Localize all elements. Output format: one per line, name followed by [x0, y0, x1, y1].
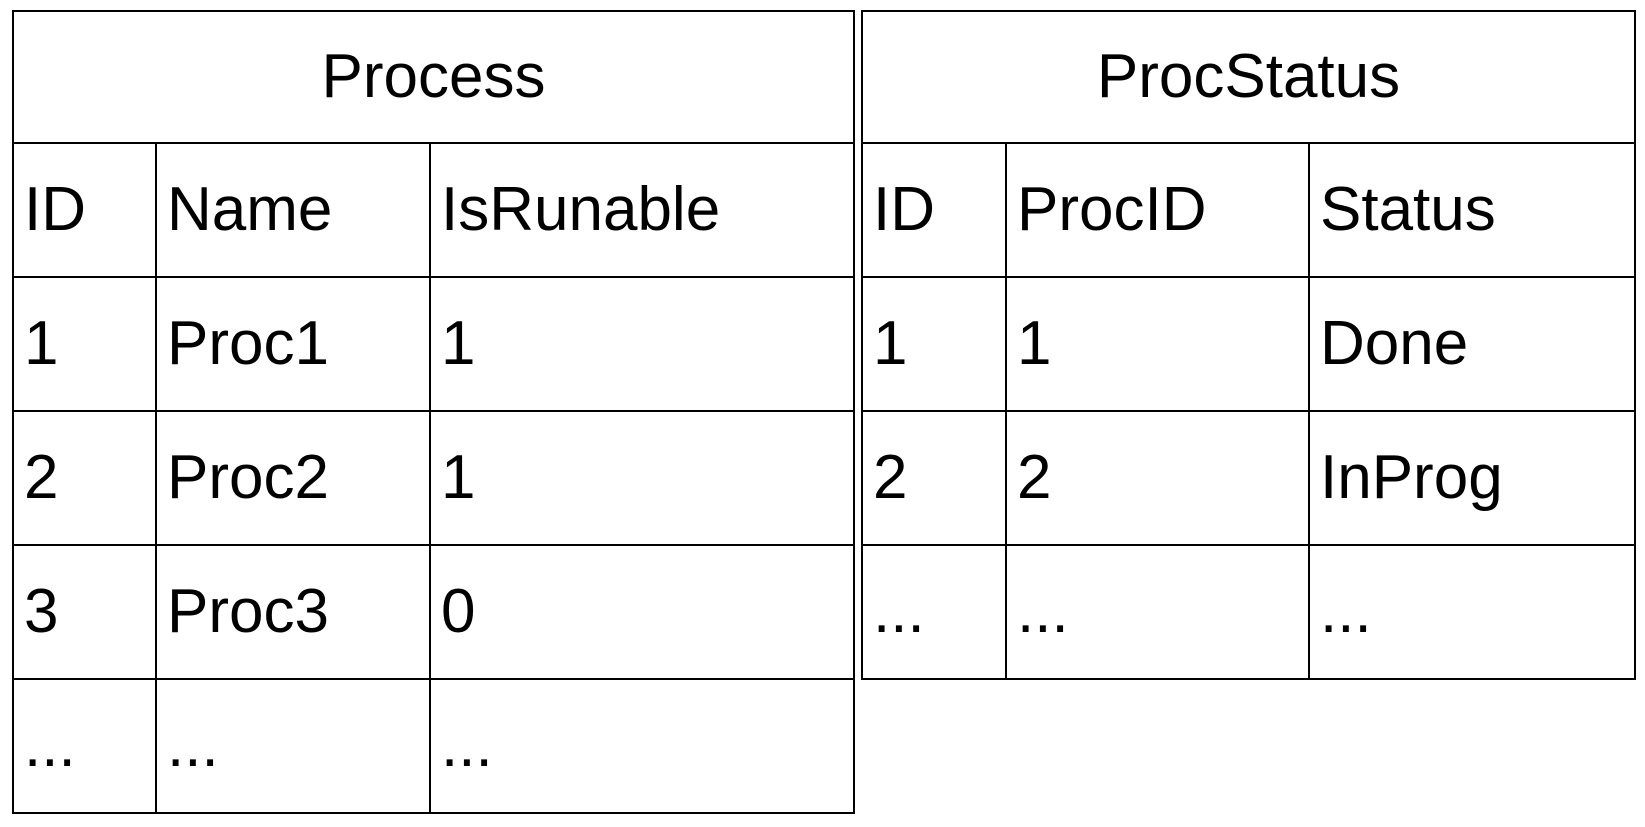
process-table-title-row: Process	[11, 10, 856, 144]
process-cell-name: Proc2	[155, 410, 431, 546]
process-cell-name: Proc3	[155, 544, 431, 680]
process-column-header-name: Name	[155, 142, 431, 278]
process-cell-ellipsis-name: ...	[155, 678, 431, 814]
table-row-ellipsis: ... ... ...	[861, 544, 1637, 680]
procstatus-table: ProcStatus ID ProcID Status 1 1 Done 2 2…	[860, 10, 1637, 680]
process-cell-isrunable: 0	[428, 544, 856, 680]
process-cell-ellipsis-id: ...	[12, 678, 157, 814]
procstatus-column-header-id: ID	[861, 142, 1007, 278]
procstatus-cell-procid: 1	[1005, 276, 1310, 412]
process-table-title: Process	[11, 10, 856, 144]
process-cell-name: Proc1	[155, 276, 431, 412]
process-cell-id: 1	[12, 276, 157, 412]
procstatus-cell-id: 2	[861, 410, 1007, 546]
process-table-header-row: ID Name IsRunable	[12, 142, 856, 278]
procstatus-table-title-row: ProcStatus	[860, 10, 1637, 144]
process-cell-ellipsis-isrunable: ...	[428, 678, 856, 814]
procstatus-cell-id: 1	[861, 276, 1007, 412]
process-cell-id: 2	[12, 410, 157, 546]
procstatus-cell-ellipsis-id: ...	[861, 544, 1007, 680]
procstatus-cell-procid: 2	[1005, 410, 1310, 546]
process-column-header-isrunable: IsRunable	[428, 142, 856, 278]
table-row: 2 2 InProg	[861, 410, 1637, 546]
procstatus-cell-ellipsis-status: ...	[1307, 544, 1637, 680]
procstatus-cell-ellipsis-procid: ...	[1005, 544, 1310, 680]
table-row: 1 Proc1 1	[12, 276, 856, 412]
table-row: 3 Proc3 0	[12, 544, 856, 680]
procstatus-table-title: ProcStatus	[860, 10, 1637, 144]
table-row-ellipsis: ... ... ...	[12, 678, 856, 814]
process-table: Process ID Name IsRunable 1 Proc1 1 2 Pr…	[11, 10, 856, 814]
procstatus-table-header-row: ID ProcID Status	[861, 142, 1637, 278]
process-cell-isrunable: 1	[428, 410, 856, 546]
process-column-header-id: ID	[12, 142, 157, 278]
procstatus-cell-status: InProg	[1307, 410, 1637, 546]
procstatus-column-header-status: Status	[1307, 142, 1637, 278]
process-cell-isrunable: 1	[428, 276, 856, 412]
procstatus-cell-status: Done	[1307, 276, 1637, 412]
process-cell-id: 3	[12, 544, 157, 680]
table-row: 2 Proc2 1	[12, 410, 856, 546]
procstatus-column-header-procid: ProcID	[1005, 142, 1310, 278]
table-row: 1 1 Done	[861, 276, 1637, 412]
